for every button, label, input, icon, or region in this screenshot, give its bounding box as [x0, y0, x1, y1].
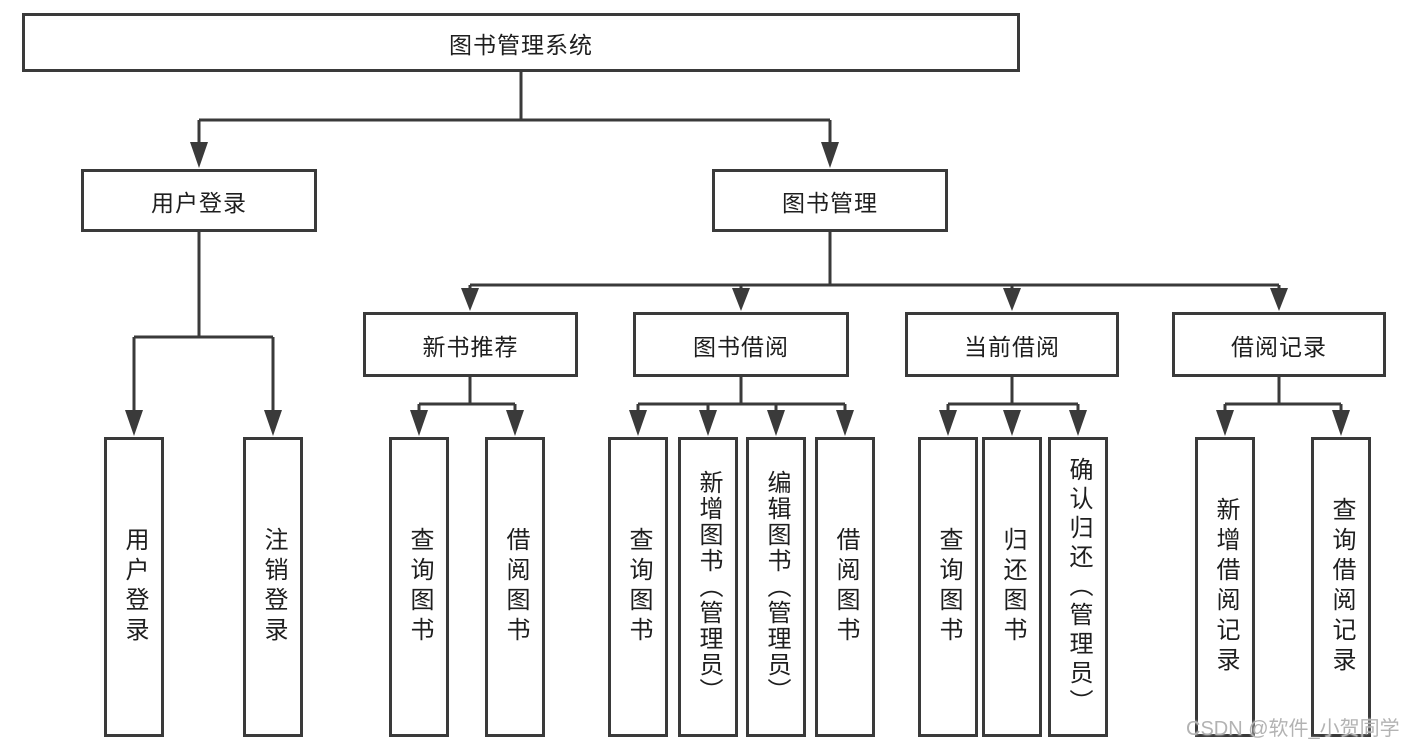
arrowheads	[125, 142, 1350, 436]
arrow-down-icon	[1332, 410, 1350, 436]
leaf-query-borrow-record-label: 查询借阅记录	[1328, 497, 1355, 677]
leaf-return-book: 归还图书	[982, 437, 1042, 737]
leaf-add-borrow-record-label: 新增借阅记录	[1212, 497, 1239, 677]
node-book-management-label: 图书管理	[782, 189, 878, 216]
leaf-borrow-book-label: 借阅图书	[832, 527, 859, 647]
arrow-down-icon	[461, 288, 479, 311]
arrow-down-icon	[699, 410, 717, 436]
arrow-down-icon	[1003, 410, 1021, 436]
node-borrow-records-label: 借阅记录	[1231, 333, 1327, 360]
leaf-current-query-book: 查询图书	[918, 437, 978, 737]
csdn-watermark: CSDN @软件_小贺同学	[1186, 718, 1400, 740]
arrow-down-icon	[821, 142, 839, 168]
leaf-confirm-return-admin-label: 确认归还（管理员）	[1065, 456, 1092, 718]
arrow-down-icon	[125, 410, 143, 436]
leaf-add-borrow-record: 新增借阅记录	[1195, 437, 1255, 737]
node-book-borrow: 图书借阅	[633, 312, 849, 377]
leaf-borrow-query-book: 查询图书	[608, 437, 668, 737]
leaf-recommend-query-book: 查询图书	[389, 437, 449, 737]
node-root-label: 图书管理系统	[449, 31, 593, 58]
node-new-book-recommend-label: 新书推荐	[422, 333, 519, 360]
node-new-book-recommend: 新书推荐	[363, 312, 578, 377]
leaf-query-borrow-record: 查询借阅记录	[1311, 437, 1371, 737]
arrow-down-icon	[1069, 410, 1087, 436]
node-root: 图书管理系统	[22, 13, 1020, 72]
leaf-current-query-book-label: 查询图书	[935, 527, 962, 647]
node-user-login-label: 用户登录	[151, 189, 247, 216]
leaf-edit-book-admin-label: 编辑图书（管理员）	[763, 470, 790, 704]
leaf-confirm-return-admin: 确认归还（管理员）	[1048, 437, 1108, 737]
arrow-down-icon	[629, 410, 647, 436]
leaf-add-book-admin: 新增图书（管理员）	[678, 437, 738, 737]
arrow-down-icon	[767, 410, 785, 436]
leaf-return-book-label: 归还图书	[999, 527, 1026, 647]
leaf-logout-label: 注销登录	[260, 527, 287, 647]
node-book-management: 图书管理	[712, 169, 948, 232]
leaf-recommend-query-book-label: 查询图书	[406, 527, 433, 647]
arrow-down-icon	[939, 410, 957, 436]
leaf-user-login-label: 用户登录	[121, 527, 148, 647]
leaf-edit-book-admin: 编辑图书（管理员）	[746, 437, 806, 737]
leaf-borrow-book: 借阅图书	[815, 437, 875, 737]
node-current-borrow: 当前借阅	[905, 312, 1119, 377]
node-user-login: 用户登录	[81, 169, 317, 232]
node-current-borrow-label: 当前借阅	[964, 333, 1060, 360]
arrow-down-icon	[1216, 410, 1234, 436]
leaf-logout: 注销登录	[243, 437, 303, 737]
node-book-borrow-label: 图书借阅	[693, 333, 789, 360]
arrow-down-icon	[506, 410, 524, 436]
arrow-down-icon	[410, 410, 428, 436]
arrow-down-icon	[1003, 288, 1021, 311]
arrow-down-icon	[732, 288, 750, 311]
node-borrow-records: 借阅记录	[1172, 312, 1386, 377]
leaf-recommend-borrow-book-label: 借阅图书	[502, 527, 529, 647]
arrow-down-icon	[1270, 288, 1288, 311]
arrow-down-icon	[836, 410, 854, 436]
arrow-down-icon	[190, 142, 208, 168]
leaf-add-book-admin-label: 新增图书（管理员）	[695, 470, 722, 704]
leaf-borrow-query-book-label: 查询图书	[625, 527, 652, 647]
arrow-down-icon	[264, 410, 282, 436]
leaf-user-login: 用户登录	[104, 437, 164, 737]
leaf-recommend-borrow-book: 借阅图书	[485, 437, 545, 737]
